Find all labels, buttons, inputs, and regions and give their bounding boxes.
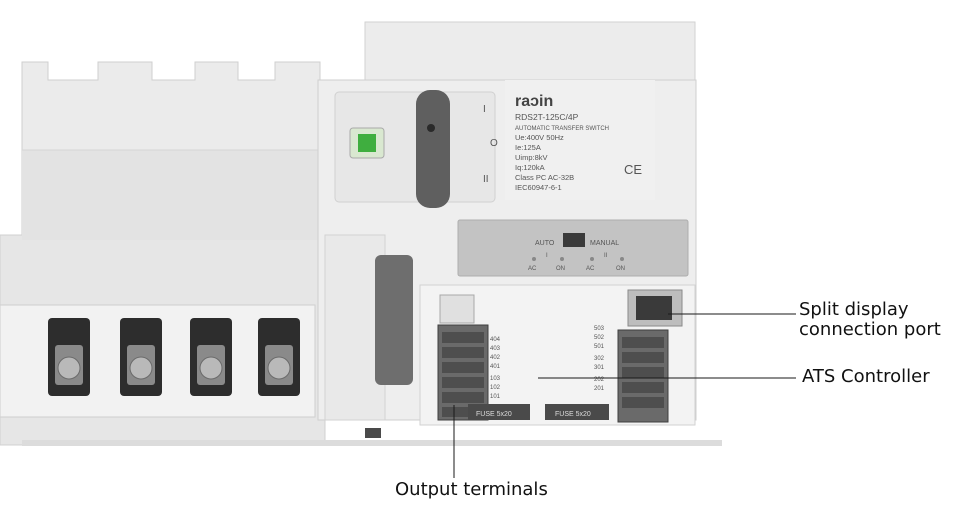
mode-panel <box>457 219 689 277</box>
terminal-label: 102 <box>490 385 501 391</box>
terminal-label: 404 <box>490 337 501 343</box>
auto-label: AUTO <box>535 240 555 247</box>
spec-ue: Ue:400V 50Hz <box>515 133 564 142</box>
led-1 <box>532 257 536 261</box>
led-label-4: ON <box>616 266 625 272</box>
terminal-2 <box>120 318 162 396</box>
terminal-1 <box>48 318 90 396</box>
callout-split-display-line2: connection port <box>799 319 941 340</box>
terminal-label: 502 <box>594 335 605 341</box>
callout-split-display: Split display connection port <box>799 300 941 340</box>
led-label-1: AC <box>528 266 537 272</box>
ce-mark: CE <box>624 162 642 177</box>
terminal-4 <box>258 318 300 396</box>
fuse-label-1: FUSE 5x20 <box>476 411 512 418</box>
test-port <box>439 294 475 324</box>
terminal-label: 403 <box>490 346 501 352</box>
terminal-label: 202 <box>594 377 605 383</box>
terminal-label: 402 <box>490 355 501 361</box>
group-label-1: I <box>546 253 548 259</box>
spec-uimp: Uimp:8kV <box>515 153 548 162</box>
position-indicator-green <box>358 134 376 152</box>
spec-iq: Iq:120kA <box>515 163 545 172</box>
terminal-label: 503 <box>594 326 605 332</box>
position-label-0: O <box>490 138 498 149</box>
terminal-label: 301 <box>594 365 605 371</box>
callout-output-terminals: Output terminals <box>395 479 548 500</box>
fuse-label-2: FUSE 5x20 <box>555 411 591 418</box>
callout-split-display-line1: Split display <box>799 299 909 320</box>
model-text: RDS2T-125C/4P <box>515 112 579 122</box>
spec-class: Class PC AC-32B <box>515 173 574 182</box>
group-label-2: II <box>604 253 608 259</box>
position-label-2: II <box>483 174 489 185</box>
fuse-holder-2 <box>545 404 609 420</box>
connector-right <box>617 329 669 423</box>
power-terminals <box>48 318 300 396</box>
terminal-label: 501 <box>594 344 605 350</box>
spec-ie: Ie:125A <box>515 143 541 152</box>
terminal-label: 302 <box>594 356 605 362</box>
operating-handle <box>375 255 413 385</box>
terminal-label: 101 <box>490 394 501 400</box>
led-label-2: ON <box>556 266 565 272</box>
led-3 <box>590 257 594 261</box>
switch-hole <box>427 124 435 132</box>
mounting-clip <box>365 428 381 438</box>
rating-label <box>505 80 655 200</box>
base-edge <box>22 440 722 446</box>
device-type: AUTOMATIC TRANSFER SWITCH <box>515 126 609 132</box>
led-2 <box>560 257 564 261</box>
terminal-label: 201 <box>594 386 605 392</box>
fuse-holder-1 <box>468 404 530 420</box>
led-label-3: AC <box>586 266 595 272</box>
brand-logo: raɔin <box>515 93 553 110</box>
terminal-label: 103 <box>490 376 501 382</box>
rotary-switch <box>416 90 450 208</box>
spec-standard: IEC60947-6-1 <box>515 183 562 192</box>
split-display-port <box>627 289 683 327</box>
mode-switch <box>563 233 585 247</box>
led-4 <box>620 257 624 261</box>
manual-label: MANUAL <box>590 240 619 247</box>
callout-ats-controller: ATS Controller <box>802 366 930 387</box>
position-label-1: I <box>483 104 486 115</box>
terminal-label: 401 <box>490 364 501 370</box>
terminal-3 <box>190 318 232 396</box>
